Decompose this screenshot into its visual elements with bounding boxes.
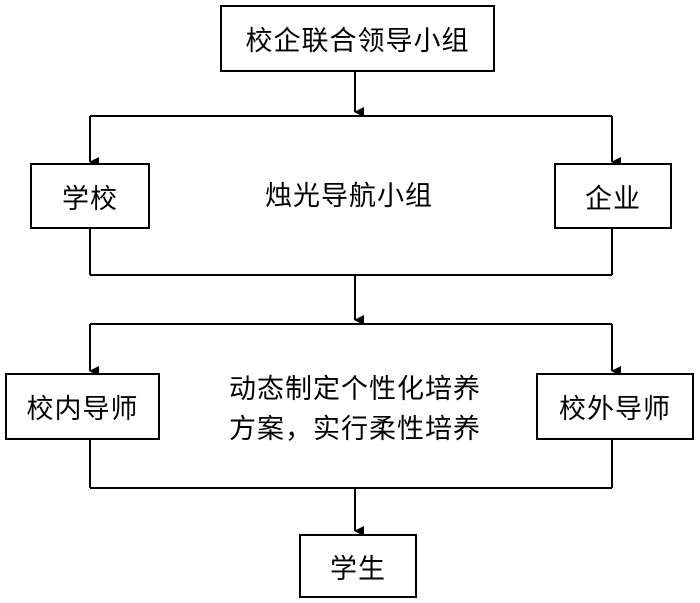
student-label: 学生 <box>330 553 386 585</box>
enterprise-label: 企业 <box>585 183 641 215</box>
plan-line-1: 动态制定个性化培养 <box>229 374 481 405</box>
inner-mentor-label: 校内导师 <box>26 394 139 425</box>
school-label: 学校 <box>62 183 118 215</box>
student-box: 学生 <box>299 534 417 598</box>
leadership-group-box: 校企联合领导小组 <box>220 5 495 72</box>
outer-mentor-label: 校外导师 <box>559 394 671 425</box>
plan-line-2: 方案，实行柔性培养 <box>229 414 481 445</box>
leadership-group-label: 校企联合领导小组 <box>245 26 470 57</box>
enterprise-box: 企业 <box>554 163 672 229</box>
personalized-plan-text: 动态制定个性化培养 方案，实行柔性培养 <box>205 370 505 450</box>
outer-mentor-box: 校外导师 <box>536 373 694 440</box>
school-box: 学校 <box>30 163 150 229</box>
torch-navigation-group-label: 烛光导航小组 <box>265 181 433 212</box>
inner-mentor-box: 校内导师 <box>5 373 160 440</box>
